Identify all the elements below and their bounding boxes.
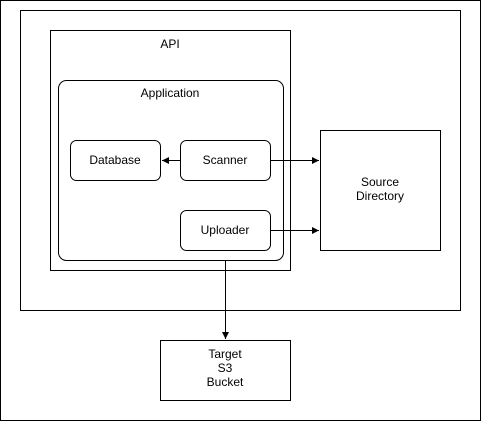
uploader-label: Uploader xyxy=(201,223,250,237)
target-bucket-box xyxy=(160,340,291,401)
target-bucket-label-line-3: Bucket xyxy=(207,375,244,389)
source-directory-box xyxy=(320,130,441,251)
source-directory-label-line-1: Source xyxy=(361,175,399,189)
application-label: Application xyxy=(141,86,200,100)
scanner-box xyxy=(180,140,271,181)
scanner-label: Scanner xyxy=(203,153,248,167)
database-box xyxy=(70,140,161,181)
uploader-box xyxy=(180,210,271,251)
api-label: API xyxy=(160,37,179,51)
database-label: Database xyxy=(89,153,141,167)
target-bucket-label-line-1: Target xyxy=(208,347,242,361)
target-bucket-label-line-2: S3 xyxy=(218,361,233,375)
source-directory-label-line-2: Directory xyxy=(356,189,404,203)
